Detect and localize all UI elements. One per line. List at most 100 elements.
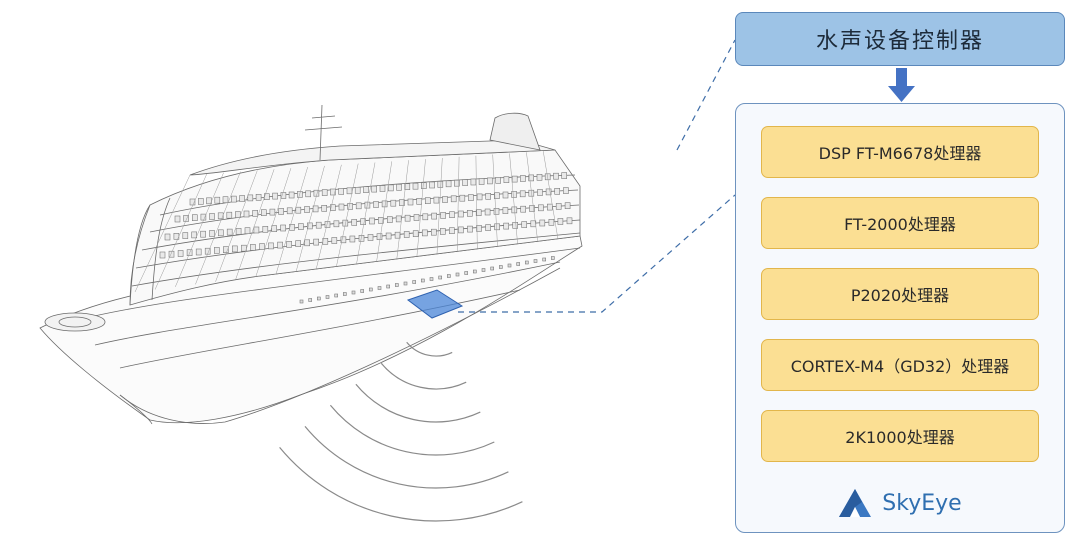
ship-window bbox=[280, 224, 286, 232]
ship-window bbox=[235, 211, 241, 218]
hull-stripe bbox=[94, 261, 561, 346]
ship-window bbox=[422, 213, 429, 221]
ship-frame-line bbox=[215, 170, 258, 282]
ship-porthole bbox=[550, 256, 555, 260]
ship-window bbox=[459, 194, 466, 202]
brand-logo: SkyEye bbox=[736, 488, 1064, 518]
ship-window bbox=[164, 233, 171, 241]
processor-label: P2020处理器 bbox=[850, 286, 950, 305]
ship-window bbox=[420, 182, 427, 189]
ship-window bbox=[200, 213, 207, 221]
ship-window bbox=[561, 172, 568, 179]
ship-window bbox=[305, 190, 312, 198]
ship-window bbox=[450, 195, 457, 203]
ship-porthole bbox=[420, 278, 425, 283]
ship-window bbox=[493, 192, 500, 199]
processor-dsp-ft-m6678: DSP FT-M6678处理器 bbox=[761, 126, 1039, 178]
ship-frame-line bbox=[275, 166, 308, 275]
ship-porthole bbox=[394, 283, 399, 287]
processor-2k1000: 2K1000处理器 bbox=[761, 410, 1039, 462]
ship-window bbox=[467, 225, 473, 233]
ship-window bbox=[355, 202, 362, 210]
ship-window bbox=[449, 227, 455, 234]
ship-frame-line bbox=[195, 171, 241, 285]
ship-windows bbox=[159, 172, 573, 304]
ship-window bbox=[458, 210, 464, 218]
ship-window bbox=[502, 191, 509, 199]
ship-window bbox=[394, 231, 401, 239]
ship-window bbox=[313, 238, 320, 246]
ship-window bbox=[440, 212, 446, 219]
ship-mast bbox=[304, 104, 343, 161]
ship-window bbox=[192, 214, 198, 221]
ship-window bbox=[530, 220, 537, 228]
ship-window bbox=[280, 192, 287, 199]
ship-window bbox=[338, 203, 345, 211]
ship-porthole bbox=[438, 275, 443, 280]
ship-window bbox=[312, 205, 319, 213]
ship-window bbox=[231, 195, 237, 203]
ship-window bbox=[520, 175, 526, 182]
ship-window bbox=[223, 246, 229, 253]
ship-window bbox=[286, 241, 292, 248]
deck-line bbox=[131, 232, 581, 287]
ship-window bbox=[321, 205, 328, 212]
ship-window bbox=[289, 224, 295, 231]
processor-label: 2K1000处理器 bbox=[845, 428, 955, 447]
ship-frame-line bbox=[255, 168, 292, 277]
ship-frame-line bbox=[542, 151, 559, 239]
ship-window bbox=[424, 197, 431, 204]
ship-window bbox=[487, 177, 493, 185]
ship-window bbox=[475, 209, 482, 216]
processor-cortex-m4-gd32: CORTEX-M4（GD32）处理器 bbox=[761, 339, 1039, 391]
ship-window bbox=[351, 219, 358, 226]
ship-window bbox=[338, 188, 345, 195]
ship-window bbox=[298, 223, 304, 230]
ship-window bbox=[255, 194, 262, 201]
ship-window bbox=[269, 208, 276, 216]
ship-window bbox=[177, 250, 184, 257]
ship-window bbox=[235, 228, 242, 235]
connector-dashed-line bbox=[458, 194, 736, 313]
ship-porthole bbox=[429, 277, 434, 281]
ship-window bbox=[529, 205, 535, 212]
ship-window bbox=[519, 190, 526, 198]
ship-window bbox=[437, 181, 444, 188]
ship-window bbox=[333, 220, 340, 228]
ship-window bbox=[390, 199, 397, 207]
ship-porthole bbox=[516, 262, 521, 266]
ship-window bbox=[520, 205, 527, 213]
ship-window bbox=[226, 228, 233, 236]
ship-window bbox=[493, 208, 500, 215]
ship-window bbox=[295, 240, 302, 247]
ship-window bbox=[528, 174, 535, 182]
ship-window bbox=[378, 217, 384, 224]
ship-window bbox=[431, 212, 438, 220]
sonar-wave-arc bbox=[304, 426, 509, 489]
down-arrow-icon bbox=[888, 68, 915, 102]
ship-frame-line bbox=[436, 157, 443, 254]
ship-window bbox=[563, 187, 569, 194]
ship-window bbox=[495, 177, 502, 184]
ship-window bbox=[484, 208, 491, 216]
ship-window bbox=[462, 179, 468, 186]
ship-window bbox=[363, 186, 369, 193]
ship-window bbox=[271, 225, 278, 232]
ship-window bbox=[478, 178, 485, 185]
ship-porthole bbox=[377, 286, 382, 290]
ship-window bbox=[232, 245, 238, 253]
ship-porthole bbox=[368, 287, 373, 292]
ship-window bbox=[511, 191, 517, 198]
ship-window bbox=[347, 203, 353, 210]
sonar-wave-arc bbox=[329, 404, 495, 456]
ship-frame-line bbox=[336, 163, 359, 267]
sonar-wave-arc bbox=[279, 447, 523, 522]
ship-frame-line bbox=[315, 164, 342, 270]
connector-dashed-line bbox=[676, 39, 736, 151]
ship-porthole bbox=[325, 295, 330, 299]
ship-porthole bbox=[386, 284, 391, 289]
ship-window bbox=[250, 244, 256, 251]
skyeye-logo-icon bbox=[839, 489, 872, 517]
ship-window bbox=[538, 204, 544, 212]
ship-porthole bbox=[334, 293, 339, 298]
